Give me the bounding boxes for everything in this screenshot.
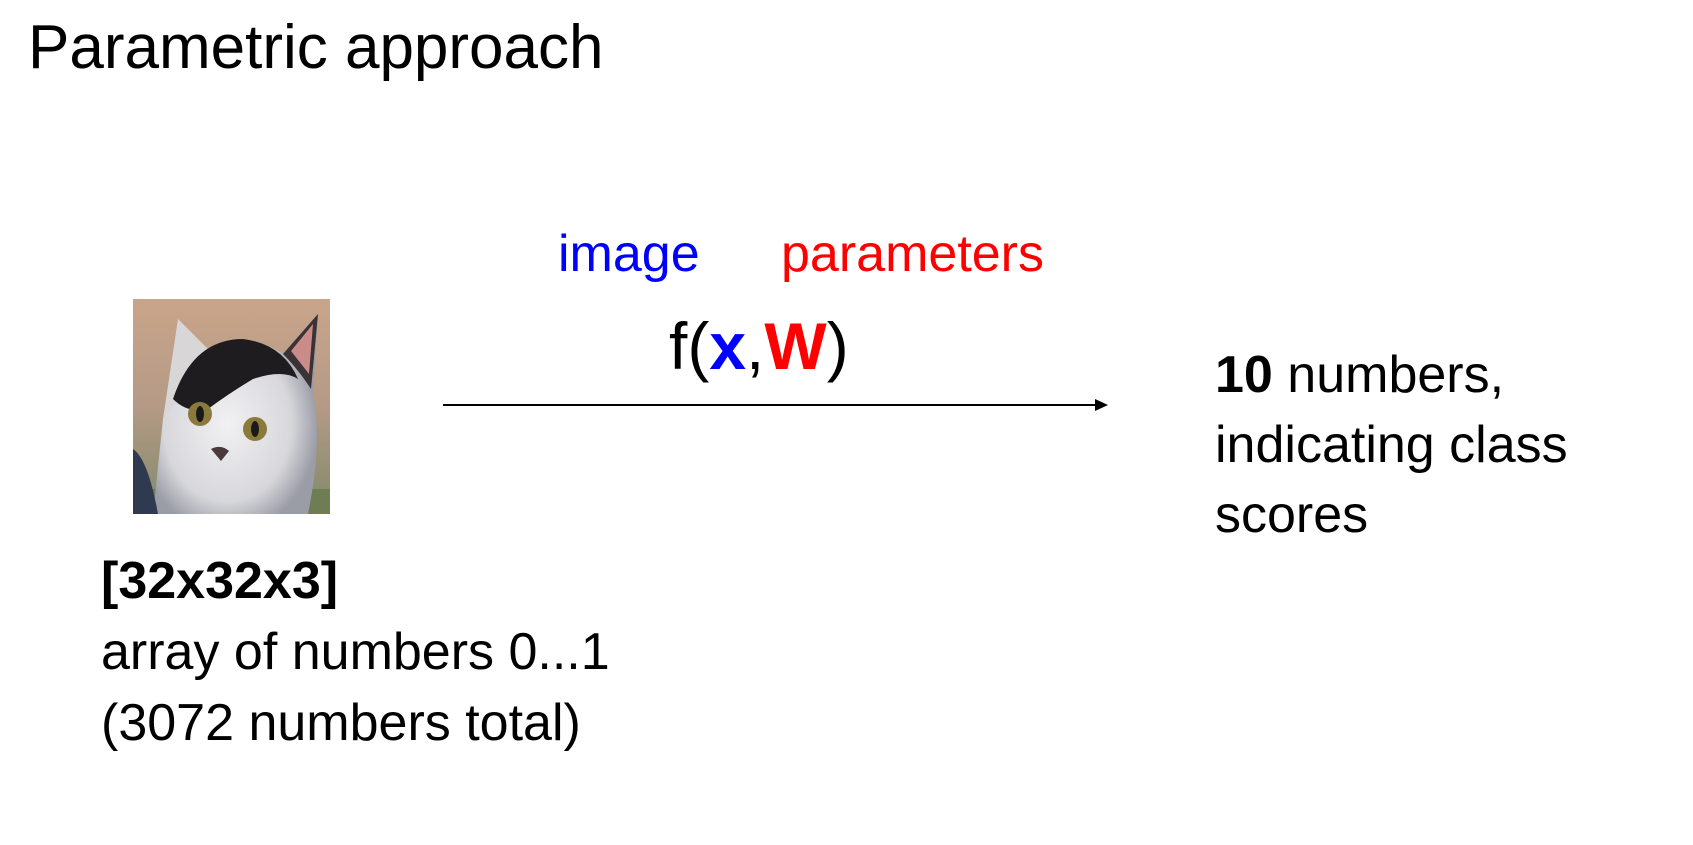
formula-close: ) xyxy=(826,309,849,383)
parameter-variable-w: W xyxy=(764,309,827,383)
output-count: 10 xyxy=(1215,346,1273,404)
output-line-2: indicating class xyxy=(1215,416,1568,474)
image-label: image xyxy=(558,225,700,283)
slide-title: Parametric approach xyxy=(28,13,604,82)
input-line-2: array of numbers 0...1 xyxy=(101,623,610,681)
mapping-arrow xyxy=(443,396,1108,414)
cat-image xyxy=(133,299,330,514)
output-line-1-rest: numbers, xyxy=(1272,346,1505,404)
input-variable-x: x xyxy=(709,309,747,383)
formula-open: f( xyxy=(669,309,710,383)
formula-comma: , xyxy=(746,309,765,383)
input-description: [32x32x3] array of numbers 0...1 (3072 n… xyxy=(101,546,610,759)
function-formula: f(x,W) xyxy=(669,308,849,384)
input-dimensions: [32x32x3] xyxy=(101,552,339,610)
output-description: 10 numbers, indicating class scores xyxy=(1215,340,1568,550)
parameters-label: parameters xyxy=(781,225,1044,283)
output-line-1: 10 numbers, xyxy=(1215,340,1568,410)
input-line-3: (3072 numbers total) xyxy=(101,694,581,752)
output-line-3: scores xyxy=(1215,486,1369,544)
